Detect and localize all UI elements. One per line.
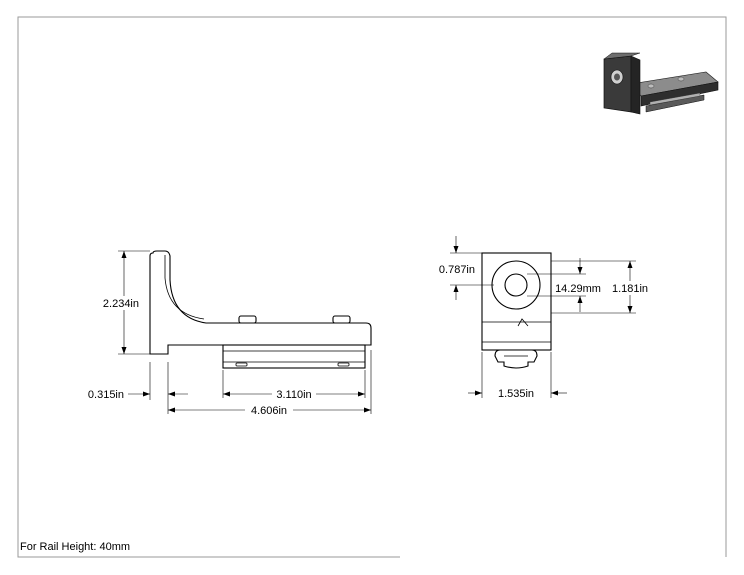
side-view-body — [149, 250, 372, 355]
dim-front-height: 1.181in — [551, 260, 651, 314]
side-screw-head-1 — [238, 315, 257, 324]
sheet-border — [17, 16, 727, 558]
dim-side-rail-label: 3.110in — [276, 389, 311, 401]
dim-side-overall: 4.606in — [168, 350, 372, 417]
dim-front-top-offset: 0.787in — [439, 236, 494, 300]
dim-front-width-label: 1.535in — [498, 388, 534, 400]
dim-side-offset: 0.315in — [88, 362, 188, 414]
side-view — [149, 250, 372, 369]
dim-side-rail: 3.110in — [222, 370, 366, 401]
iso-thumbnail — [603, 52, 719, 115]
dim-front-bore: 14.29mm — [527, 258, 602, 312]
dim-side-height: 2.234in — [101, 250, 150, 355]
rail-height-note: For Rail Height: 40mm — [20, 541, 130, 553]
dim-side-height-label: 2.234in — [103, 298, 139, 310]
dim-front-bore-label: 14.29mm — [555, 283, 601, 295]
dim-front-width: 1.535in — [468, 352, 567, 400]
dim-side-offset-label: 0.315in — [88, 389, 124, 401]
front-view-rail-profile — [494, 349, 538, 369]
front-view — [481, 252, 552, 369]
front-view-bore-inner — [504, 273, 528, 297]
dim-front-height-label: 1.181in — [612, 283, 648, 295]
side-view-rail — [222, 344, 366, 369]
dim-side-overall-label: 4.606in — [251, 405, 287, 417]
side-screw-head-2 — [332, 315, 351, 324]
dim-front-top-offset-label: 0.787in — [439, 264, 475, 276]
